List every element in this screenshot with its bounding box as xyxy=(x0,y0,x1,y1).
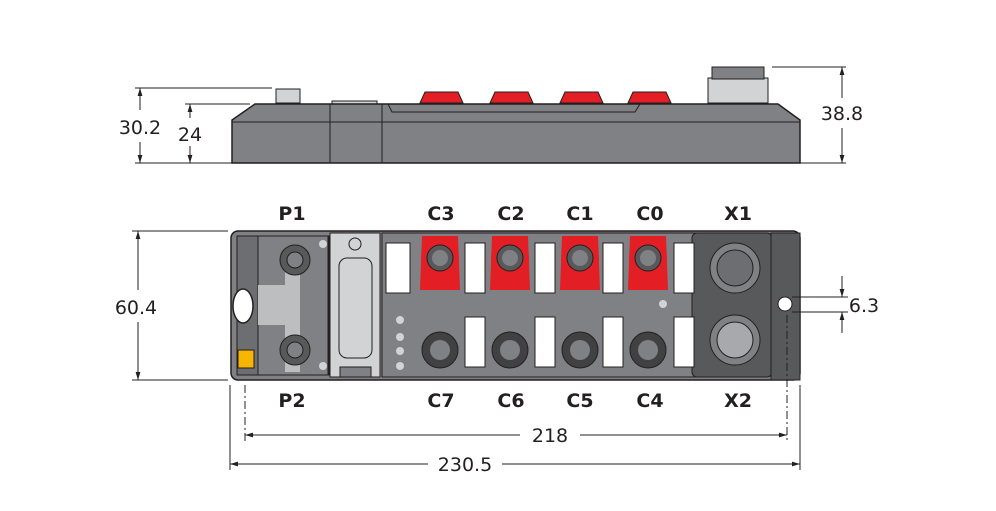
label-c4: C4 xyxy=(636,390,663,412)
connector-c2 xyxy=(490,236,530,290)
top-view: P1 C3 C2 C1 C0 X1 P2 C7 C6 C5 C4 X2 60.4… xyxy=(115,203,879,476)
side-view: 30.2 24 38.8 xyxy=(119,66,863,164)
led-column xyxy=(396,300,667,370)
label-c5: C5 xyxy=(566,390,593,412)
connector-labels-bottom: P2 C7 C6 C5 C4 X2 xyxy=(278,390,752,412)
dim-60-4: 60.4 xyxy=(115,297,157,319)
screw-icon xyxy=(348,237,362,251)
top-row-connectors xyxy=(420,236,668,290)
label-c7: C7 xyxy=(427,390,454,412)
connector-c6 xyxy=(491,331,529,369)
p1-connector xyxy=(279,244,311,276)
label-c1: C1 xyxy=(566,203,593,225)
label-c6: C6 xyxy=(497,390,524,412)
dim-24: 24 xyxy=(178,124,202,146)
connector-c7 xyxy=(421,331,459,369)
dim-218: 218 xyxy=(532,425,568,447)
label-p1: P1 xyxy=(278,203,305,225)
label-c0: C0 xyxy=(636,203,663,225)
label-p2: P2 xyxy=(278,390,305,412)
mount-hole-right xyxy=(777,296,793,312)
yellow-label xyxy=(237,349,255,369)
dim-38-8: 38.8 xyxy=(821,103,863,125)
connector-c5 xyxy=(561,331,599,369)
bottom-row-connectors xyxy=(421,331,667,369)
label-x1: X1 xyxy=(724,203,752,225)
connector-c3 xyxy=(420,236,460,290)
red-caps-side xyxy=(419,91,672,104)
connector-c0 xyxy=(628,236,668,290)
white-slots xyxy=(385,242,695,368)
label-x2: X2 xyxy=(724,390,752,412)
dim-6-3: 6.3 xyxy=(849,295,879,317)
label-c2: C2 xyxy=(497,203,524,225)
p2-connector xyxy=(279,334,311,366)
connector-x1 xyxy=(709,242,761,294)
mount-hole-left xyxy=(232,288,254,324)
label-c3: C3 xyxy=(427,203,454,225)
connector-c1 xyxy=(560,236,600,290)
dim-30-2: 30.2 xyxy=(119,117,161,139)
dim-230-5: 230.5 xyxy=(438,454,492,476)
connector-c4 xyxy=(629,331,667,369)
connector-x2 xyxy=(709,314,761,366)
connector-labels-top: P1 C3 C2 C1 C0 X1 xyxy=(278,203,752,225)
